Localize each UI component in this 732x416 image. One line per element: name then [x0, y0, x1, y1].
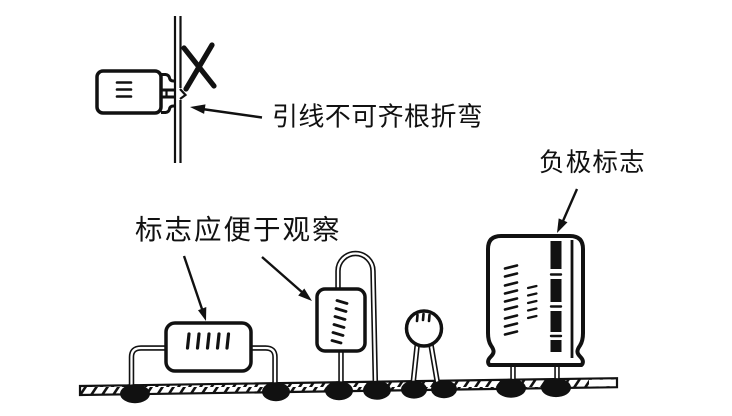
- solder-bump: [262, 382, 290, 402]
- electrolytic-print-marks: [503, 264, 538, 336]
- disc-capacitor: [404, 309, 444, 348]
- capacitor-marking-dashes: [115, 81, 133, 98]
- callout-arrow-lead-warning: [190, 104, 263, 119]
- label-marking-visibility: 标志应便于观察: [135, 214, 342, 245]
- callout-marking-visibility: 标志应便于观察: [135, 214, 342, 321]
- vertical-capacitor-loop-lead: [315, 287, 367, 353]
- label-negative-pole: 负极标志: [539, 148, 646, 177]
- capacitor-lead-seals: [161, 73, 175, 114]
- wrong-bend-example: 引线不可齐根折弯: [95, 16, 483, 163]
- callout-negative-pole: 负极标志: [539, 148, 646, 233]
- wrong-cross-icon: [181, 42, 217, 92]
- axial-capacitor-body: [95, 69, 163, 115]
- label-lead-bend-warning: 引线不可齐根折弯: [272, 103, 483, 132]
- solder-joints: [120, 378, 571, 404]
- electrolytic-capacitor: [486, 234, 585, 367]
- vertical-cap-body: [315, 287, 367, 353]
- solder-bump: [496, 378, 526, 398]
- disc-cap-body: [404, 309, 444, 348]
- solder-bump: [325, 381, 353, 401]
- solder-bump: [431, 380, 457, 399]
- flat-cap-marking-ticks: [185, 332, 231, 350]
- flat-mounted-capacitor: [164, 321, 253, 373]
- solder-bump: [363, 380, 391, 400]
- solder-bump: [120, 384, 150, 404]
- pcb-strip-blank-end: [589, 379, 614, 387]
- negative-stripe: [549, 240, 574, 358]
- vertical-cap-marking-dashes: [330, 299, 349, 345]
- solder-bump: [541, 378, 571, 398]
- disc-cap-marking-ticks: [415, 312, 431, 323]
- solder-bump: [401, 380, 427, 399]
- clipped-lead-nub: [179, 88, 188, 100]
